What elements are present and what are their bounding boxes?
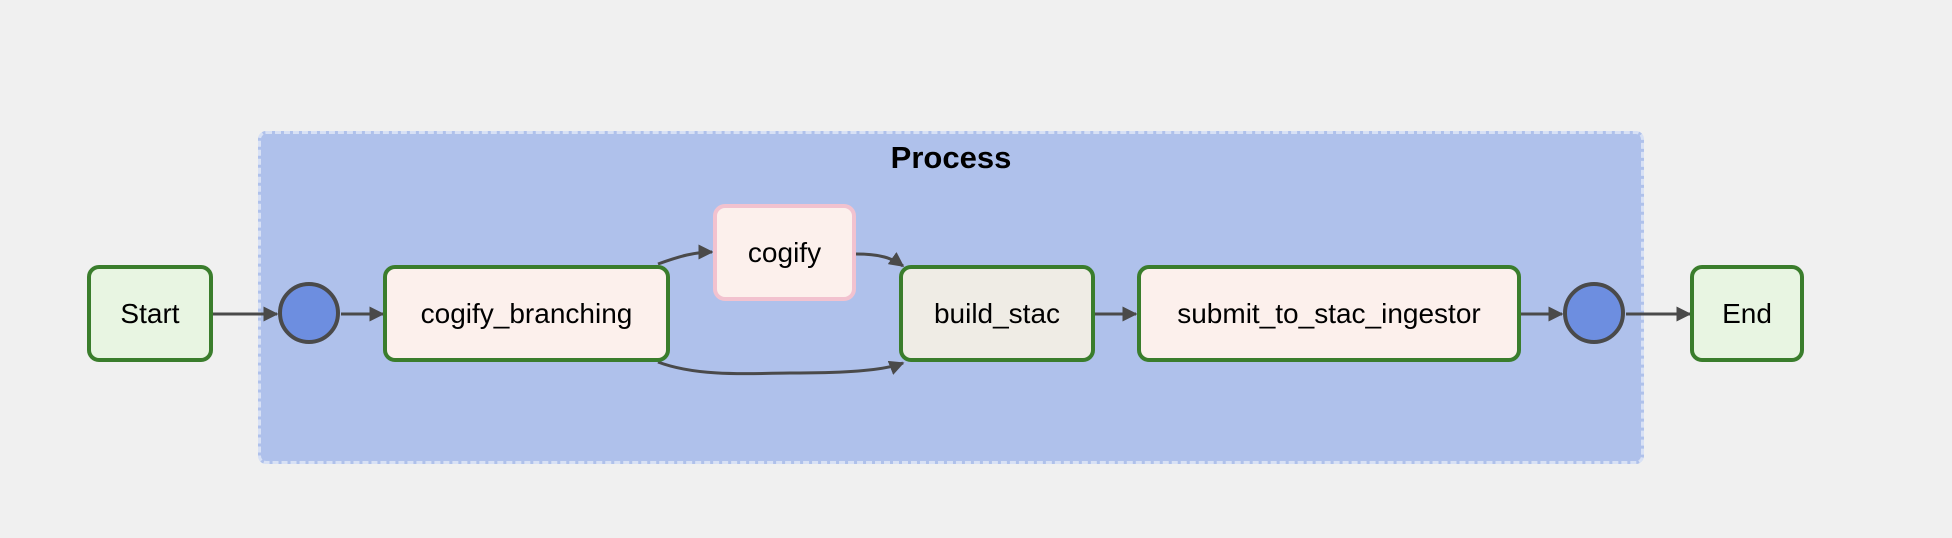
edge-cogify-build-stac — [855, 251, 905, 268]
join-node-out[interactable] — [1563, 282, 1625, 344]
edge-cogify-branching-build-stac — [657, 360, 905, 376]
join-node-in[interactable] — [278, 282, 340, 344]
node-build-stac-label: build_stac — [933, 297, 1061, 329]
edge-cogify-branching-cogify — [657, 244, 714, 266]
node-cogify[interactable]: cogify — [713, 204, 856, 301]
node-end-label: End — [1722, 297, 1772, 329]
node-submit-to-stac-ingestor-label: submit_to_stac_ingestor — [1177, 297, 1481, 329]
group-title: Process — [890, 140, 1012, 175]
node-cogify-label: cogify — [747, 236, 822, 268]
node-start[interactable]: Start — [87, 265, 213, 362]
node-cogify-branching-label: cogify_branching — [420, 297, 633, 329]
node-end[interactable]: End — [1690, 265, 1804, 362]
node-build-stac[interactable]: build_stac — [899, 265, 1095, 362]
node-submit-to-stac-ingestor[interactable]: submit_to_stac_ingestor — [1137, 265, 1521, 362]
node-cogify-branching[interactable]: cogify_branching — [383, 265, 670, 362]
node-start-label: Start — [120, 297, 180, 329]
